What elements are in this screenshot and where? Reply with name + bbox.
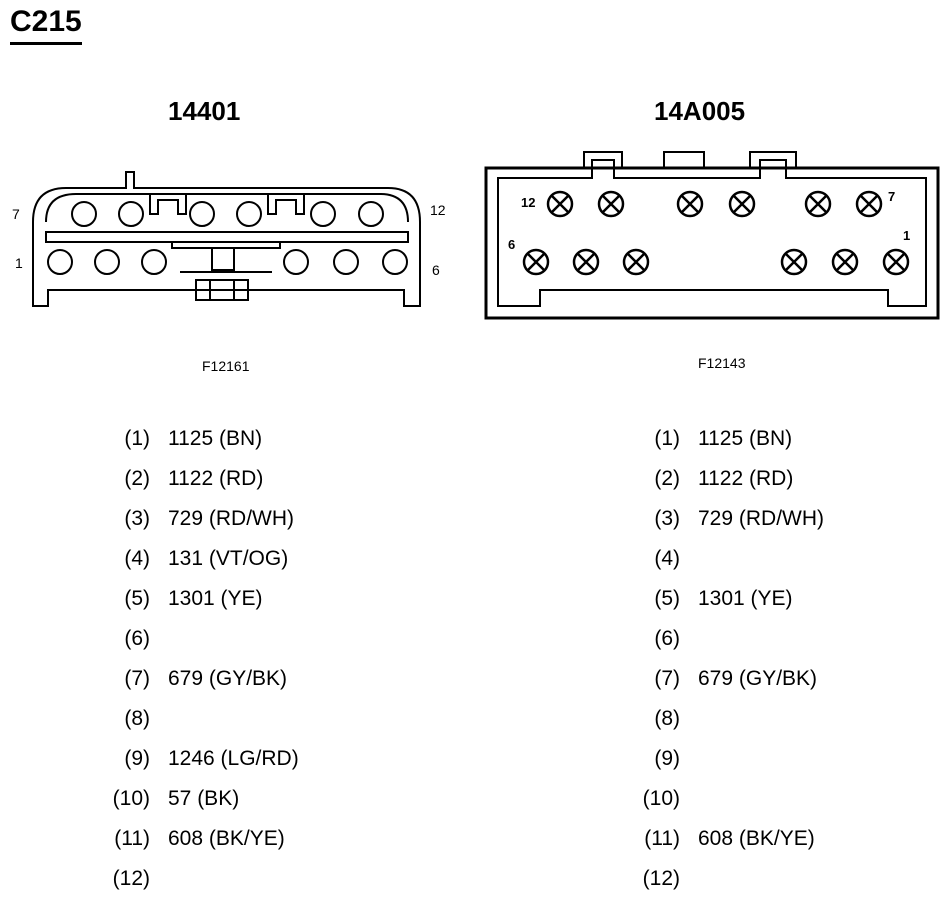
pin-circuit: 679 (GY/BK) (698, 667, 818, 690)
pin-number: (9) (654, 747, 680, 770)
pin-number: (7) (124, 667, 150, 690)
pin-number: (4) (124, 547, 150, 570)
pin-number: (2) (124, 467, 150, 490)
pin-number: (12) (642, 867, 680, 890)
pin-circuit: 1125 (BN) (168, 427, 263, 450)
connector-name-14401: 14401 (168, 96, 241, 126)
pin-number: (1) (654, 427, 680, 450)
pin-row: (5) 1301 (YE) (88, 586, 428, 612)
pin-row: (4) (618, 546, 938, 572)
pin-circuit: 131 (VT/OG) (168, 547, 289, 570)
pin-number: (3) (124, 507, 150, 530)
pin-table-14401: (1) 1125 (BN) (2) 1122 (RD) (3) 729 (RD/WH) (4… (88, 426, 428, 896)
pin-label-bottom-right: 6 (432, 262, 440, 278)
pin-number: (4) (654, 547, 680, 570)
pin-label-top-right: 12 (430, 202, 446, 218)
pin-row: (12) (88, 866, 428, 892)
pin-row: (12) (618, 866, 938, 892)
pin-table-14a005: (1) 1125 (BN) (2) 1122 (RD) (3) 729 (RD/WH) (4… (618, 426, 938, 896)
pin-row: (7) 679 (GY/BK) (88, 666, 428, 692)
pin-number: (10) (642, 787, 680, 810)
pin-number: (11) (114, 827, 150, 850)
pin-number: (10) (112, 787, 150, 810)
pin-number: (6) (124, 627, 150, 650)
pin-circuit: 1246 (LG/RD) (168, 747, 299, 770)
pin-circuit: 1122 (RD) (698, 467, 794, 490)
pin-number: (5) (124, 587, 150, 610)
pin-number: (2) (654, 467, 680, 490)
pin-row: (1) 1125 (BN) (88, 426, 428, 452)
pin-number: (7) (654, 667, 680, 690)
pin-row: (5) 1301 (YE) (618, 586, 938, 612)
pin-label-bottom-right: 1 (903, 228, 910, 243)
pin-row: (3) 729 (RD/WH) (618, 506, 938, 532)
pin-circuit: 729 (RD/WH) (168, 507, 295, 530)
pin-circuit: 1125 (BN) (698, 427, 793, 450)
pin-number: (9) (124, 747, 150, 770)
pin-circuit: 608 (BK/YE) (698, 827, 815, 850)
pin-number: (5) (654, 587, 680, 610)
pin-circuit: 1122 (RD) (168, 467, 264, 490)
connector-title: C215 (10, 4, 82, 45)
pin-row: (9) 1246 (LG/RD) (88, 746, 428, 772)
connector-face-14a005 (484, 151, 940, 320)
figure-code-14a005: F12143 (698, 355, 746, 371)
pin-label-top-left: 7 (12, 206, 20, 222)
pin-row: (10) (618, 786, 938, 812)
pin-label-bottom-left: 1 (15, 255, 23, 271)
pin-row: (6) (618, 626, 938, 652)
pin-number: (6) (654, 627, 680, 650)
connector-face-14a005-pins (522, 190, 910, 276)
pin-circuit: 1301 (YE) (698, 587, 793, 610)
pin-row: (8) (88, 706, 428, 732)
pin-label-bottom-left: 6 (508, 237, 515, 252)
pin-row: (6) (88, 626, 428, 652)
pin-number: (8) (654, 707, 680, 730)
pin-row: (10) 57 (BK) (88, 786, 428, 812)
pin-row: (1) 1125 (BN) (618, 426, 938, 452)
pin-number: (11) (644, 827, 680, 850)
pin-number: (8) (124, 707, 150, 730)
pin-circuit: 57 (BK) (168, 787, 240, 810)
pin-label-top-right: 7 (888, 189, 895, 204)
pin-row: (11) 608 (BK/YE) (88, 826, 428, 852)
pin-number: (3) (654, 507, 680, 530)
pin-row: (11) 608 (BK/YE) (618, 826, 938, 852)
pin-row: (7) 679 (GY/BK) (618, 666, 938, 692)
pin-row: (8) (618, 706, 938, 732)
pin-circuit: 679 (GY/BK) (168, 667, 288, 690)
pin-number: (1) (124, 427, 150, 450)
pin-circuit: 608 (BK/YE) (168, 827, 285, 850)
pin-label-top-left: 12 (521, 195, 535, 210)
pin-row: (2) 1122 (RD) (618, 466, 938, 492)
figure-code-14401: F12161 (202, 358, 250, 374)
pin-row: (3) 729 (RD/WH) (88, 506, 428, 532)
pin-row: (9) (618, 746, 938, 772)
connector-face-drawings: 7 12 1 6 12 7 6 1 (12, 151, 940, 320)
pin-number: (12) (112, 867, 150, 890)
pin-row: (4) 131 (VT/OG) (88, 546, 428, 572)
connector-face-14401 (32, 171, 421, 307)
pin-circuit: 1301 (YE) (168, 587, 263, 610)
pin-row: (2) 1122 (RD) (88, 466, 428, 492)
pin-circuit: 729 (RD/WH) (698, 507, 825, 530)
connector-name-14a005: 14A005 (654, 96, 746, 126)
